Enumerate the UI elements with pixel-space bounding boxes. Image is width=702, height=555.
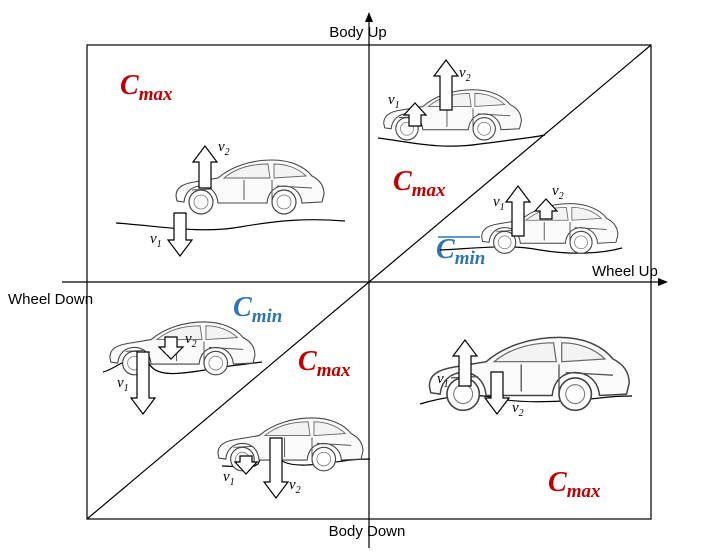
road-right-middle bbox=[439, 246, 623, 254]
body-up-arrow bbox=[191, 145, 219, 189]
wheel-down-arrow bbox=[166, 212, 194, 257]
wheel-down-arrow bbox=[233, 455, 259, 475]
wheel-up-arrow bbox=[451, 339, 479, 387]
car-left-middle bbox=[102, 321, 263, 415]
label-body-up: Body Up bbox=[329, 24, 387, 41]
wheel-up-arrow bbox=[402, 102, 428, 127]
region-cmin-upper: Cmin bbox=[436, 234, 485, 269]
v1-label: v1 bbox=[117, 375, 129, 394]
car-image bbox=[175, 159, 325, 215]
car-top-right-upper bbox=[377, 59, 546, 147]
body-down-arrow bbox=[262, 437, 290, 499]
v2-label: v2 bbox=[552, 183, 564, 202]
v1-label: v1 bbox=[493, 194, 505, 213]
v1-label: v1 bbox=[437, 371, 449, 390]
v2-label: v2 bbox=[512, 400, 524, 419]
road-top-right-upper bbox=[377, 134, 546, 147]
region-cmin-lower: Cmin bbox=[233, 292, 282, 327]
v2-label: v2 bbox=[185, 331, 197, 350]
v2-label: v2 bbox=[218, 139, 230, 158]
label-wheel-down: Wheel Down bbox=[8, 291, 93, 308]
v2-label: v2 bbox=[459, 65, 471, 84]
v1-label: v1 bbox=[223, 469, 235, 488]
car-top-left bbox=[115, 145, 346, 257]
v1-label: v1 bbox=[388, 92, 400, 111]
wheel-up-arrow bbox=[504, 185, 532, 237]
road-top-left bbox=[115, 219, 346, 231]
region-cmax-top-left: Cmax bbox=[120, 70, 173, 105]
body-up-arrow bbox=[432, 59, 460, 111]
region-cmax-bottom-right: Cmax bbox=[548, 467, 601, 502]
body-up-arrow bbox=[533, 198, 559, 220]
v2-label: v2 bbox=[289, 477, 301, 496]
v1-label: v1 bbox=[150, 231, 162, 250]
car-bottom-right bbox=[419, 336, 633, 415]
body-down-arrow bbox=[483, 371, 511, 415]
label-wheel-up: Wheel Up bbox=[592, 263, 658, 280]
car-right-middle bbox=[439, 185, 623, 254]
region-cmax-mid-right: Cmax bbox=[393, 166, 446, 201]
body-down-arrow bbox=[157, 336, 185, 360]
label-body-down: Body Down bbox=[329, 523, 406, 540]
wheel-axis-arrowhead bbox=[658, 278, 668, 286]
car-bottom-middle bbox=[217, 417, 371, 499]
region-cmax-mid-lower: Cmax bbox=[298, 346, 351, 381]
wheel-down-arrow bbox=[129, 351, 157, 415]
body-axis-arrowhead bbox=[365, 12, 373, 22]
